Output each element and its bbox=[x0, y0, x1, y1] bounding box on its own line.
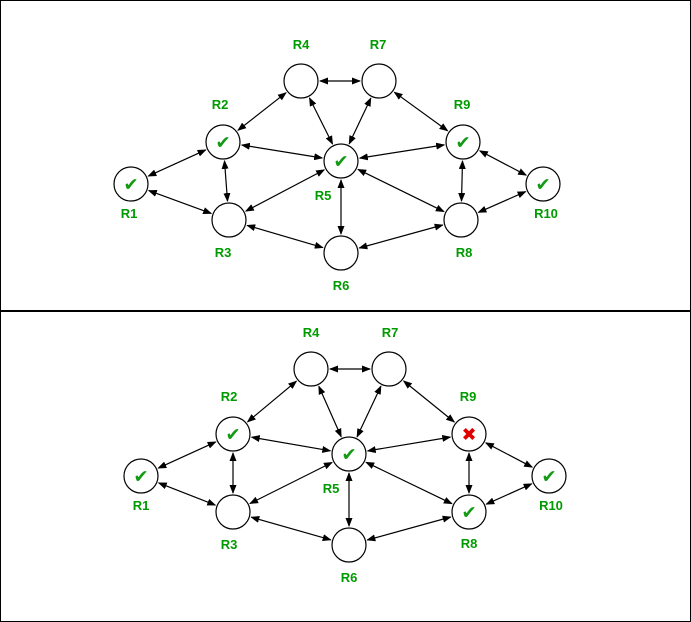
edge-R7-R9 bbox=[393, 91, 449, 132]
edge-R5-R7 bbox=[356, 385, 382, 438]
node-label-R5: R5 bbox=[323, 481, 340, 496]
check-icon-R10: ✔ bbox=[541, 467, 556, 488]
edge-R1-R3 bbox=[147, 190, 213, 214]
node-label-R5: R5 bbox=[315, 188, 332, 203]
check-icon-R1: ✔ bbox=[133, 467, 148, 488]
edge-R5-R8 bbox=[365, 461, 453, 505]
edge-R8-R9 bbox=[458, 160, 466, 202]
router-node-R6 bbox=[323, 235, 359, 271]
check-icon-R5: ✔ bbox=[333, 152, 348, 173]
check-icon-R9: ✔ bbox=[455, 133, 470, 154]
node-label-R3: R3 bbox=[221, 537, 238, 552]
router-node-R8 bbox=[451, 494, 487, 530]
edge-R3-R5 bbox=[249, 461, 333, 505]
node-label-R6: R6 bbox=[341, 570, 358, 585]
check-icon-R10: ✔ bbox=[535, 175, 550, 196]
cross-icon-R9: ✖ bbox=[461, 425, 476, 446]
node-label-R2: R2 bbox=[212, 97, 229, 112]
router-node-R8 bbox=[443, 202, 479, 238]
router-node-R3 bbox=[211, 202, 247, 238]
node-label-R7: R7 bbox=[370, 37, 387, 52]
node-label-R1: R1 bbox=[121, 206, 138, 221]
node-label-R4: R4 bbox=[293, 37, 310, 52]
node-label-R9: R9 bbox=[460, 389, 477, 404]
node-label-R9: R9 bbox=[454, 97, 471, 112]
router-node-R9 bbox=[451, 416, 487, 452]
node-label-R4: R4 bbox=[303, 325, 320, 340]
router-node-R10 bbox=[531, 458, 567, 494]
edge-R8-R10 bbox=[477, 191, 527, 213]
edge-R2-R4 bbox=[246, 380, 298, 423]
edge-R5-R7 bbox=[348, 97, 372, 145]
edge-R3-R6 bbox=[246, 224, 324, 249]
edge-R2-R5 bbox=[250, 435, 332, 453]
edge-R5-R9 bbox=[366, 434, 452, 454]
router-node-R7 bbox=[361, 63, 397, 99]
edge-R1-R2 bbox=[147, 149, 207, 177]
edge-R1-R2 bbox=[157, 441, 217, 469]
edge-R2-R5 bbox=[240, 142, 324, 161]
router-node-R4 bbox=[293, 351, 329, 387]
check-icon-R2: ✔ bbox=[215, 133, 230, 154]
router-node-R4 bbox=[283, 63, 319, 99]
node-label-R2: R2 bbox=[221, 389, 238, 404]
router-node-R2 bbox=[215, 416, 251, 452]
check-icon-R1: ✔ bbox=[123, 175, 138, 196]
edge-R6-R8 bbox=[366, 515, 452, 542]
router-node-R1 bbox=[123, 458, 159, 494]
edge-R1-R3 bbox=[157, 482, 217, 506]
edge-R5-R9 bbox=[358, 142, 446, 161]
router-node-R10 bbox=[525, 166, 561, 202]
edge-R4-R5 bbox=[308, 97, 334, 145]
router-node-R5 bbox=[323, 143, 359, 179]
node-label-R8: R8 bbox=[461, 536, 478, 551]
node-label-R3: R3 bbox=[215, 245, 232, 260]
node-label-R10: R10 bbox=[539, 498, 563, 513]
router-node-R1 bbox=[113, 166, 149, 202]
router-node-R2 bbox=[205, 124, 241, 160]
edge-R7-R9 bbox=[402, 380, 456, 423]
node-label-R7: R7 bbox=[382, 325, 399, 340]
edge-R3-R6 bbox=[250, 516, 332, 541]
edge-R2-R3 bbox=[221, 159, 231, 203]
edge-R8-R10 bbox=[485, 483, 533, 505]
node-label-R10: R10 bbox=[534, 206, 558, 221]
node-label-R6: R6 bbox=[333, 278, 350, 293]
edge-R9-R10 bbox=[484, 442, 534, 468]
edge-R5-R8 bbox=[357, 168, 445, 213]
router-node-R7 bbox=[371, 351, 407, 387]
node-label-R1: R1 bbox=[133, 498, 150, 513]
edge-R3-R5 bbox=[244, 169, 326, 212]
check-icon-R5: ✔ bbox=[341, 445, 356, 466]
check-icon-R8: ✔ bbox=[461, 503, 476, 524]
router-node-R6 bbox=[331, 527, 367, 563]
edge-R2-R4 bbox=[237, 92, 287, 131]
edge-R9-R10 bbox=[478, 150, 528, 176]
check-icon-R2: ✔ bbox=[225, 425, 240, 446]
edge-R4-R5 bbox=[318, 385, 342, 438]
router-node-R5 bbox=[331, 436, 367, 472]
router-node-R3 bbox=[215, 494, 251, 530]
node-label-R8: R8 bbox=[456, 245, 473, 260]
router-node-R9 bbox=[445, 124, 481, 160]
edge-R6-R8 bbox=[358, 223, 444, 250]
